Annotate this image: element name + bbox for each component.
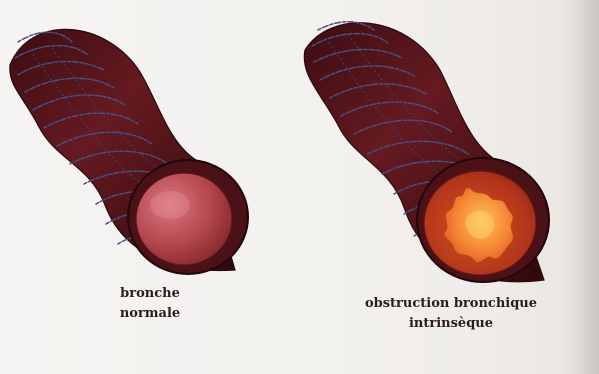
intrinsic-obstruction-label: obstruction bronchique intrinsèque: [336, 294, 566, 334]
normal-bronchus: [10, 29, 248, 274]
normal-bronchus-label: bronche normale: [70, 284, 230, 324]
normal-bronchus-lumen-highlight: [150, 191, 190, 219]
normal-bronchus-lumen: [136, 173, 232, 265]
obstructed-bronchus: [304, 22, 549, 282]
